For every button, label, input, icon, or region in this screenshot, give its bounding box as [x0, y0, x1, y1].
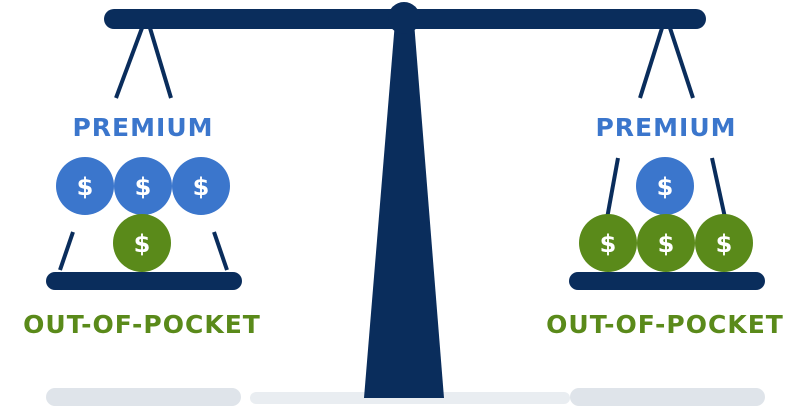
out-of-pocket-coin: $ [637, 214, 695, 272]
svg-text:$: $ [657, 173, 674, 201]
svg-text:$: $ [600, 230, 617, 258]
scale-pivot [388, 2, 420, 34]
left-premium-label: PREMIUM [72, 113, 213, 142]
svg-text:$: $ [135, 173, 152, 201]
left-hanger-line [114, 27, 144, 99]
right-out-of-pocket-label: OUT-OF-POCKET [546, 310, 784, 339]
left-hanger-line [212, 231, 229, 271]
left-hanger-line [148, 27, 173, 99]
premium-coin: $ [56, 157, 114, 215]
right-hanger-line [668, 27, 695, 99]
right-pan-tray [569, 272, 765, 290]
svg-text:$: $ [77, 173, 94, 201]
out-of-pocket-coin: $ [695, 214, 753, 272]
left-out-of-pocket-label: OUT-OF-POCKET [23, 310, 261, 339]
right-pan-group: PREMIUM $ $ $ $ OUT-OF-POCKET [546, 27, 784, 339]
left-premium-coins: $ $ $ [56, 157, 230, 215]
left-out-of-pocket-coins: $ [113, 214, 171, 272]
right-premium-label: PREMIUM [595, 113, 736, 142]
premium-coin: $ [172, 157, 230, 215]
ground-shadow-right [570, 388, 765, 406]
scale-post [364, 22, 444, 398]
right-out-of-pocket-coins: $ $ $ [579, 214, 753, 272]
left-pan-tray [46, 272, 242, 290]
premium-coin: $ [636, 157, 694, 215]
svg-text:$: $ [193, 173, 210, 201]
out-of-pocket-coin: $ [113, 214, 171, 272]
premium-coin: $ [114, 157, 172, 215]
ground-shadow-left [46, 388, 241, 406]
svg-text:$: $ [134, 230, 151, 258]
out-of-pocket-coin: $ [579, 214, 637, 272]
right-hanger-line [638, 27, 664, 99]
left-hanger-line [58, 231, 75, 271]
svg-text:$: $ [658, 230, 675, 258]
left-pan-group: PREMIUM $ $ $ $ OUT-OF-POCKET [23, 27, 261, 339]
svg-text:$: $ [716, 230, 733, 258]
right-premium-coins: $ [636, 157, 694, 215]
